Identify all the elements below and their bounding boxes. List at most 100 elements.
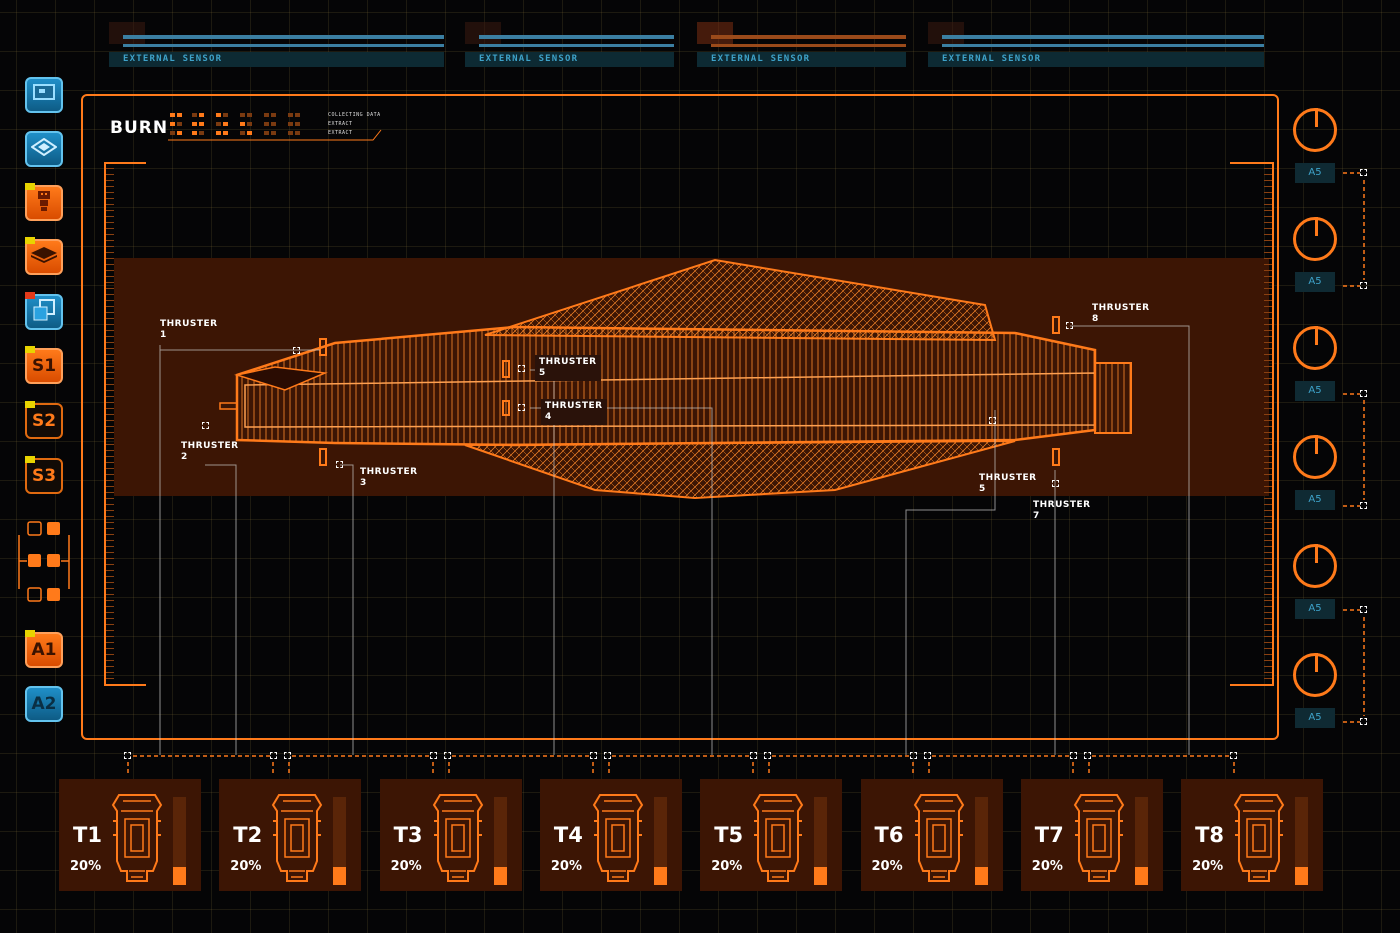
dial-2-connector-icon: [1360, 282, 1367, 289]
burn-status-line-3: EXTRACT: [328, 130, 353, 136]
ship-wireframe: [219, 258, 1132, 500]
dial-knob-3[interactable]: [1293, 326, 1337, 370]
thruster-name: T1: [73, 823, 102, 847]
thruster-label-1: THRUSTER 1: [160, 319, 218, 340]
thruster-level-fill: [974, 867, 988, 885]
thruster-level-meter: [173, 797, 186, 885]
a2-label: A2: [31, 694, 57, 714]
thruster-label-4: THRUSTER 4: [541, 399, 607, 425]
thruster-1-marker[interactable]: [293, 347, 300, 354]
thruster-percent: 20%: [1031, 859, 1063, 874]
thruster-4-marker[interactable]: [518, 404, 525, 411]
s3-button[interactable]: S3: [25, 456, 63, 494]
monitor-button[interactable]: [25, 77, 63, 113]
thruster-percent: 20%: [70, 859, 102, 874]
thruster-panel-t1[interactable]: T1 20%: [59, 779, 201, 891]
dial-knob-1[interactable]: [1293, 108, 1337, 152]
s2-button[interactable]: S2: [25, 401, 63, 439]
thruster-percent: 20%: [230, 859, 262, 874]
thruster-level-fill: [333, 867, 347, 885]
box-button[interactable]: [25, 237, 63, 275]
thruster-name: T5: [714, 823, 744, 847]
layers-diamond-icon: [30, 137, 58, 161]
thruster-level-fill: [1295, 867, 1309, 885]
box-3d-icon: [30, 246, 58, 269]
external-sensor-2[interactable]: EXTERNAL SENSOR: [465, 22, 674, 67]
thruster-label-5b: THRUSTER 5: [979, 473, 1037, 494]
thruster-3-marker[interactable]: [336, 461, 343, 468]
monitor-icon: [33, 83, 55, 107]
thruster-7-marker[interactable]: [1052, 480, 1059, 487]
s1-button[interactable]: S1: [25, 346, 63, 384]
connector-icon: [270, 752, 277, 759]
engine-icon: [1073, 794, 1124, 882]
connector-icon: [590, 752, 597, 759]
dial-1-connector-icon: [1360, 169, 1367, 176]
thruster-2-marker[interactable]: [202, 422, 209, 429]
engine-icon: [753, 794, 804, 882]
window-stack-button[interactable]: [25, 292, 63, 330]
burn-title: BURN: [110, 118, 169, 138]
engine-icon: [913, 794, 964, 882]
connector-icon: [750, 752, 757, 759]
a1-button[interactable]: A1: [25, 630, 63, 668]
dial-knob-2[interactable]: [1293, 217, 1337, 261]
thruster-level-fill: [814, 867, 828, 885]
external-sensor-label: EXTERNAL SENSOR: [697, 52, 906, 67]
thruster-5a-marker[interactable]: [518, 365, 525, 372]
a1-label: A1: [31, 640, 57, 660]
thruster-label-8: THRUSTER 8: [1092, 303, 1150, 324]
a2-button[interactable]: A2: [25, 686, 63, 722]
robot-button[interactable]: [25, 183, 63, 221]
dial-4-connector-icon: [1360, 502, 1367, 509]
connector-icon: [924, 752, 931, 759]
thruster-percent: 20%: [1192, 859, 1224, 874]
dial-label-4: A5: [1295, 490, 1335, 510]
thruster-label-2: THRUSTER 2: [181, 441, 239, 462]
dial-5-connector-icon: [1360, 606, 1367, 613]
dial-knob-5[interactable]: [1293, 544, 1337, 588]
thruster-name: T3: [393, 823, 423, 847]
thruster-panel-t4[interactable]: T4 20%: [539, 779, 682, 891]
thruster-percent: 20%: [550, 859, 583, 874]
connector-icon: [910, 752, 917, 759]
thruster-5b-marker[interactable]: [989, 417, 996, 424]
robot-icon: [36, 190, 52, 217]
layers-button[interactable]: [25, 131, 63, 167]
external-sensor-4[interactable]: EXTERNAL SENSOR: [928, 22, 1264, 67]
connector-icon: [1070, 752, 1077, 759]
grid-toggle-cluster[interactable]: [17, 521, 71, 603]
thruster-8-marker[interactable]: [1066, 322, 1073, 329]
connector-icon: [430, 752, 437, 759]
s2-label: S2: [31, 411, 57, 431]
thruster-name: T4: [553, 823, 583, 847]
connector-icon: [604, 752, 611, 759]
thruster-level-meter: [974, 797, 988, 885]
burn-readout-glyphs: [168, 113, 382, 141]
dial-label-3: A5: [1295, 381, 1335, 401]
dial-knob-6[interactable]: [1293, 653, 1337, 697]
thruster-level-meter: [653, 797, 667, 885]
external-sensor-label: EXTERNAL SENSOR: [109, 52, 444, 67]
dial-label-6: A5: [1295, 708, 1335, 728]
thruster-level-fill: [173, 867, 186, 885]
burn-status-line-2: EXTRACT: [328, 121, 353, 127]
thruster-level-meter: [1134, 797, 1148, 885]
external-sensor-1[interactable]: EXTERNAL SENSOR: [109, 22, 444, 67]
thruster-level-meter: [493, 797, 507, 885]
s1-label: S1: [31, 356, 57, 376]
thruster-label-5a: THRUSTER 5: [535, 355, 601, 381]
thruster-level-fill: [493, 867, 507, 885]
main-viewport-frame: [81, 94, 1279, 740]
dial-knob-4[interactable]: [1293, 435, 1337, 479]
thruster-name: T6: [874, 823, 904, 847]
engine-icon: [111, 794, 163, 882]
engine-icon: [592, 794, 644, 882]
external-sensor-3[interactable]: EXTERNAL SENSOR: [697, 22, 906, 67]
